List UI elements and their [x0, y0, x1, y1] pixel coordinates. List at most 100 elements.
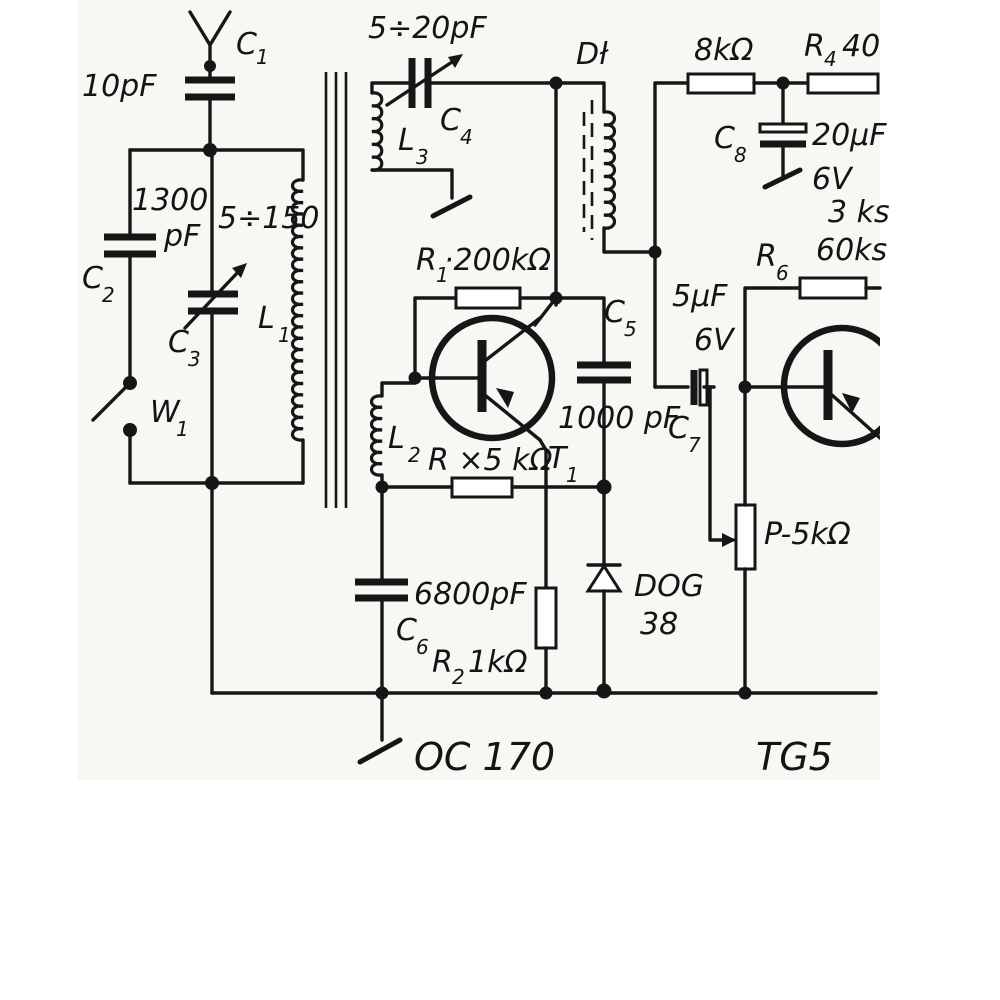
svg-text:C: C [396, 613, 417, 648]
label-rx-value: R ×5 kΩ [428, 443, 553, 478]
svg-text:5÷20pF: 5÷20pF [368, 11, 487, 46]
label-pot-value: P-5kΩ [764, 517, 851, 552]
svg-text:C: C [440, 103, 461, 138]
svg-text:1: 1 [256, 45, 269, 69]
ferrite-core [324, 72, 348, 508]
capacitor-c1 [185, 64, 235, 152]
wire-choke-up [653, 81, 690, 254]
label-c8-value: 20μF 6V [812, 118, 887, 197]
inductor-l1 [290, 178, 305, 485]
svg-text:6: 6 [416, 635, 429, 659]
label-c6-value: 6800pF [414, 577, 527, 612]
svg-text:P-5kΩ: P-5kΩ [764, 517, 851, 552]
svg-text:1: 1 [436, 263, 449, 287]
svg-text:40: 40 [842, 29, 880, 64]
svg-text:TG5: TG5 [756, 735, 833, 779]
resistor-8k [686, 72, 756, 95]
dl-coil-winding [603, 110, 617, 230]
label-r6-value: 3 ks 60ks [816, 195, 890, 268]
label-c7-value: 5μF 6V [672, 279, 736, 358]
svg-text:L: L [398, 123, 415, 158]
label-c2-value: 1300 pF [132, 183, 208, 254]
svg-text:·200kΩ: ·200kΩ [444, 243, 551, 278]
variable-capacitor-c3 [183, 148, 247, 485]
svg-text:C: C [236, 27, 257, 62]
svg-text:1: 1 [278, 323, 291, 347]
wire-c7-to-pot [702, 385, 735, 542]
svg-text:5: 5 [624, 317, 637, 341]
svg-text:C: C [668, 411, 689, 446]
junction-dot-ground-c6 [375, 686, 389, 700]
capacitor-c5 [577, 361, 631, 489]
wire-r6-left [743, 286, 802, 389]
svg-text:1kΩ: 1kΩ [468, 645, 527, 680]
resistor-r4 [806, 72, 880, 95]
label-dl: Dł [576, 37, 609, 72]
label-8k-value: 8kΩ [694, 33, 753, 68]
svg-text:C: C [714, 121, 735, 156]
label-oc170: OC 170 [414, 735, 555, 779]
junction-dot-ground-r2 [539, 686, 553, 700]
diode-dog38 [585, 485, 623, 695]
svg-text:6V: 6V [812, 162, 854, 197]
svg-text:5μF: 5μF [672, 279, 728, 314]
label-w1: W1 [150, 395, 189, 441]
label-diode: DOG 38 [634, 569, 704, 642]
svg-text:3 ks: 3 ks [828, 195, 890, 230]
transistor-t1 [413, 314, 556, 442]
resistor-r1 [454, 286, 522, 310]
svg-text:R ×5 kΩ: R ×5 kΩ [428, 443, 553, 478]
svg-text:2: 2 [102, 283, 115, 307]
label-c5-value: 1000 pF [558, 401, 681, 436]
svg-text:60ks: 60ks [816, 233, 887, 268]
svg-text:2: 2 [452, 665, 465, 689]
l3-coil-winding [371, 91, 384, 172]
svg-text:OC 170: OC 170 [414, 735, 555, 779]
svg-text:6800pF: 6800pF [414, 577, 527, 612]
l1-coil-winding [290, 178, 304, 442]
svg-text:C: C [168, 325, 189, 360]
resistor-rx [450, 476, 514, 499]
svg-text:10pF: 10pF [82, 69, 157, 104]
wire-emitter [538, 438, 548, 452]
svg-text:7: 7 [688, 433, 701, 457]
capacitor-c6 [355, 485, 408, 765]
resistor-r2 [534, 586, 558, 650]
svg-text:38: 38 [640, 607, 678, 642]
svg-text:R: R [756, 239, 777, 274]
svg-text:2: 2 [408, 443, 421, 467]
svg-text:4: 4 [824, 47, 837, 71]
svg-text:W: W [150, 395, 181, 430]
label-tg5: TG5 [756, 735, 833, 779]
svg-text:L: L [258, 301, 275, 336]
inductor-l3 [370, 81, 473, 219]
pot-wiper-arrow [722, 533, 736, 547]
svg-text:8: 8 [734, 143, 747, 167]
svg-text:DOG: DOG [634, 569, 704, 604]
svg-text:3: 3 [416, 145, 429, 169]
svg-text:8kΩ: 8kΩ [694, 33, 753, 68]
wire-r1-left [413, 296, 458, 380]
l2-coil-winding [369, 394, 383, 477]
svg-text:L: L [388, 421, 405, 456]
svg-text:Dł: Dł [576, 37, 609, 72]
junction-dot-ground-diode [596, 683, 612, 699]
switch-w1 [91, 376, 137, 485]
capacitor-c2 [104, 148, 156, 384]
svg-text:R: R [432, 645, 453, 680]
svg-text:1000 pF: 1000 pF [558, 401, 681, 436]
label-c4-value: 5÷20pF [368, 11, 487, 46]
label-c1-value: 10pF [82, 69, 157, 104]
